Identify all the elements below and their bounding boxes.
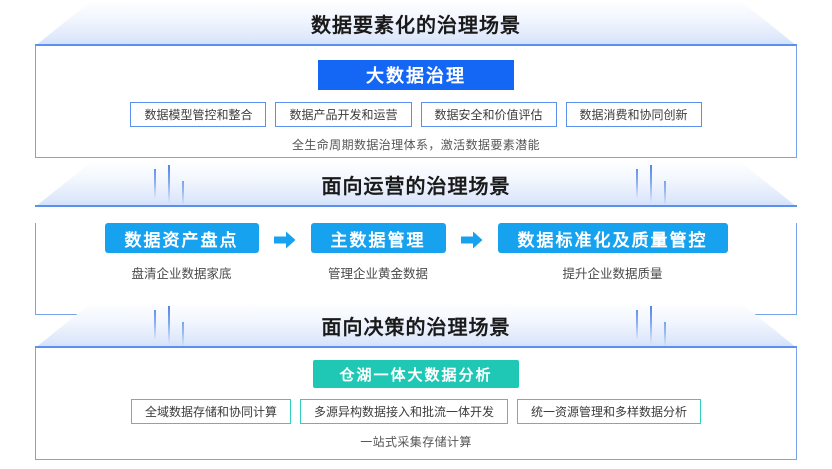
lid-trapezoid	[35, 304, 797, 348]
lid-baseline	[35, 44, 797, 46]
section-title: 面向运营的治理场景	[321, 176, 511, 198]
section-lid: 面向决策的治理场景	[35, 304, 797, 348]
chip-item[interactable]: 多源异构数据接入和批流一体开发	[299, 399, 508, 424]
section-panel: 大数据治理 数据模型管控和整合 数据产品开发和运营 数据安全和价值评估 数据消费…	[35, 46, 797, 158]
flow-step-pill-master-data-management[interactable]: 主数据管理	[310, 223, 446, 253]
primary-pill-row: 仓湖一体大数据分析	[36, 348, 796, 388]
flow-step-pill-standardization-quality[interactable]: 数据标准化及质量管控	[497, 223, 728, 253]
section-operations-oriented-governance: 面向运营的治理场景 数据资产盘点 盘清企业数据家底 主数据管理 管理企业黄金数据	[0, 163, 832, 315]
section-panel: 数据资产盘点 盘清企业数据家底 主数据管理 管理企业黄金数据 数据标准化及质量管…	[35, 223, 797, 315]
flow-row: 数据资产盘点 盘清企业数据家底 主数据管理 管理企业黄金数据 数据标准化及质量管…	[36, 223, 796, 282]
primary-pill-big-data-governance[interactable]: 大数据治理	[318, 60, 514, 90]
flow-step: 主数据管理 管理企业黄金数据	[310, 223, 446, 282]
flow-step: 数据标准化及质量管控 提升企业数据质量	[497, 223, 728, 282]
lid-trapezoid	[35, 2, 797, 46]
section-governance-of-data-elements: 数据要素化的治理场景 大数据治理 数据模型管控和整合 数据产品开发和运营 数据安…	[0, 2, 832, 162]
chip-item[interactable]: 数据产品开发和运营	[275, 102, 412, 127]
chip-item[interactable]: 数据消费和协同创新	[565, 102, 702, 127]
flow-step: 数据资产盘点 盘清企业数据家底	[104, 223, 259, 282]
chip-list: 数据模型管控和整合 数据产品开发和运营 数据安全和价值评估 数据消费和协同创新	[36, 102, 796, 127]
flow-step-caption: 盘清企业数据家底	[131, 267, 232, 281]
flow-step-caption: 管理企业黄金数据	[327, 267, 428, 281]
section-lid: 数据要素化的治理场景	[35, 2, 797, 46]
chip-list: 全域数据存储和协同计算 多源异构数据接入和批流一体开发 统一资源管理和多样数据分…	[36, 399, 796, 424]
lid-baseline	[35, 205, 797, 207]
lid-baseline	[35, 346, 797, 348]
section-panel: 仓湖一体大数据分析 全域数据存储和协同计算 多源异构数据接入和批流一体开发 统一…	[35, 348, 797, 460]
chip-item[interactable]: 全域数据存储和协同计算	[130, 399, 291, 424]
section-decision-oriented-governance: 面向决策的治理场景 仓湖一体大数据分析 全域数据存储和协同计算 多源异构数据接入…	[0, 304, 832, 464]
flow-step-caption: 提升企业数据质量	[562, 267, 663, 281]
section-title: 数据要素化的治理场景	[311, 15, 521, 37]
primary-pill-lakehouse-analytics[interactable]: 仓湖一体大数据分析	[313, 360, 519, 388]
section-caption: 全生命周期数据治理体系，激活数据要素潜能	[291, 138, 540, 152]
flow-step-pill-data-asset-inventory[interactable]: 数据资产盘点	[104, 223, 259, 253]
arrow-right-icon	[460, 229, 484, 251]
chip-item[interactable]: 统一资源管理和多样数据分析	[517, 399, 702, 424]
arrow-right-icon	[273, 229, 297, 251]
primary-pill-row: 大数据治理	[36, 46, 796, 90]
lid-trapezoid	[35, 163, 797, 207]
section-lid: 面向运营的治理场景	[35, 163, 797, 207]
chip-item[interactable]: 数据安全和价值评估	[420, 102, 557, 127]
chip-item[interactable]: 数据模型管控和整合	[130, 102, 267, 127]
section-caption: 一站式采集存储计算	[360, 435, 472, 449]
section-title: 面向决策的治理场景	[321, 317, 511, 339]
